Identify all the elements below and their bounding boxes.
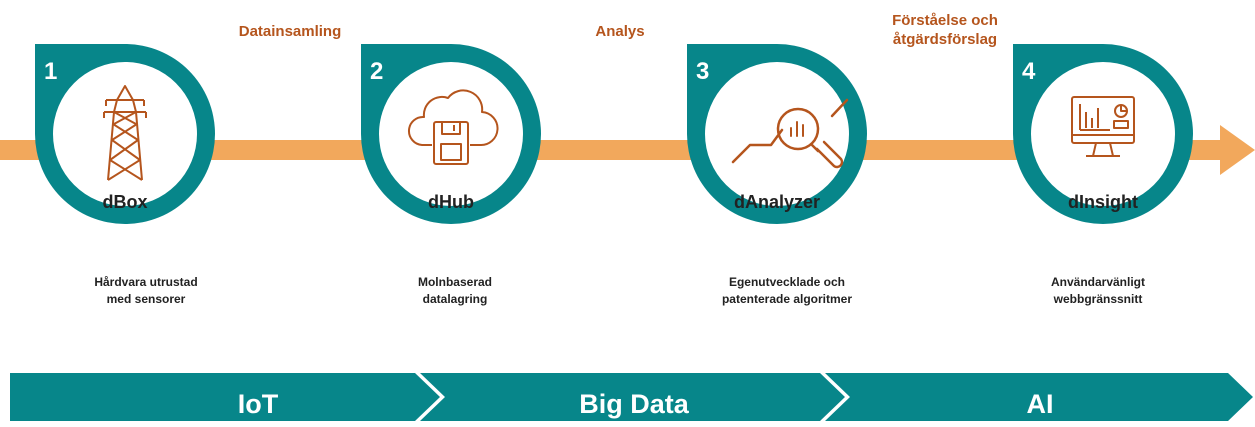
band-big-data (420, 373, 845, 421)
phase-label-datainsamling: Datainsamling (238, 23, 342, 40)
band-ai (825, 373, 1253, 421)
step-name-danalyzer: dAnalyzer (733, 192, 821, 212)
band-label-big-data: Big Data (579, 389, 689, 419)
flow-arrow-head (1220, 125, 1255, 175)
step-number-3: 3 (696, 58, 710, 85)
step-description-1: Hårdvara utrustad med sensorer (94, 275, 198, 306)
monitor-dashboard-icon (1071, 96, 1135, 157)
flow-arrow-line (0, 140, 1225, 160)
step-name-dhub: dHub (428, 192, 474, 212)
step-number-1: 1 (44, 58, 58, 85)
step-description-4: Användarvänligt webbgränssnitt (1050, 275, 1146, 306)
phase-label-analys: Analys (595, 23, 645, 40)
analytics-magnifier-icon (731, 98, 849, 169)
phase-label-forstaelse: Förståelse och åtgärdsförslag (892, 12, 998, 48)
step-name-dbox: dBox (102, 192, 148, 212)
step-description-3: Egenutvecklade och patenterade algoritme… (721, 275, 853, 306)
step-number-2: 2 (370, 58, 384, 85)
band-label-iot: IoT (237, 389, 279, 419)
power-tower-icon (103, 85, 147, 181)
step-badge-1 (35, 44, 215, 224)
step-number-4: 4 (1022, 58, 1036, 85)
step-description-2: Molnbaserad datalagring (417, 275, 492, 306)
band-iot (10, 373, 440, 421)
cloud-storage-icon (407, 89, 499, 165)
step-name-dinsight: dInsight (1068, 192, 1138, 212)
band-label-ai: AI (1026, 389, 1054, 419)
step-badge-3 (687, 44, 867, 224)
